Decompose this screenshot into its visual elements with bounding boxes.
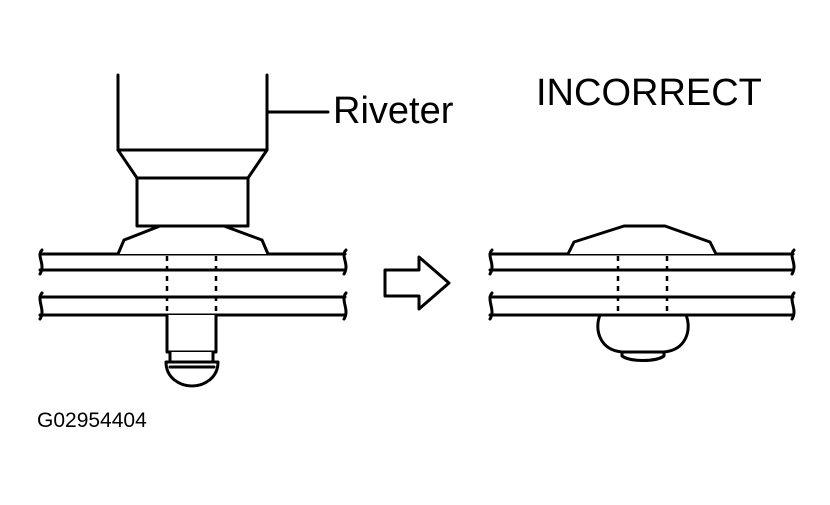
riveter-label: Riveter [333,90,454,132]
incorrect-label: INCORRECT [536,72,762,114]
left-assembly [38,73,348,388]
left-plates [38,248,348,321]
right-top-plate-break-right [790,248,796,276]
left-top-plate-break-right [342,248,348,276]
left-rivet-head [116,224,270,256]
right-rivet-head [566,224,718,256]
right-top-plate-break-left [488,248,494,276]
left-bottom-plate-break-left [38,291,44,321]
left-top-plate-break-left [38,248,44,276]
right-rivet-tail [596,313,690,362]
riveter-taper [116,148,269,180]
right-plates [488,248,796,321]
right-assembly [488,224,796,362]
right-bottom-plate-break-right [790,291,796,321]
left-bottom-plate-break-right [342,291,348,321]
riveter-nose [135,176,250,228]
right-arrow-outline-icon [383,255,451,311]
left-rivet-shank [165,313,218,354]
figure-id-label: G02954404 [37,409,147,432]
riveter-tool [116,73,269,228]
riveter-body [116,73,269,152]
right-bottom-plate-break-left [488,291,494,321]
